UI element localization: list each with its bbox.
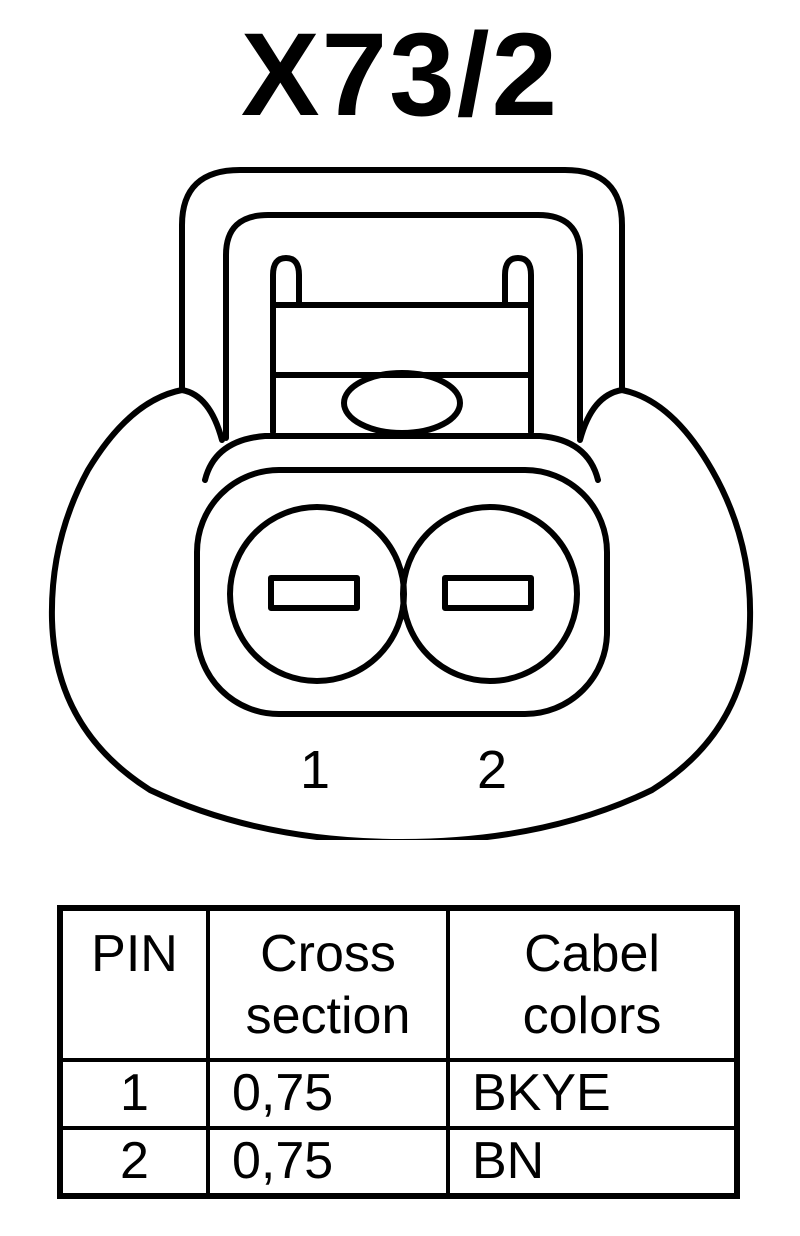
row-1-cross-section: 0,75 [206,1058,450,1130]
header-pin: PIN [58,906,210,1062]
connector-title: X73/2 [240,9,560,141]
table-row: 1 0,75 BKYE [58,1058,739,1130]
row-2-color: BN [446,1126,739,1198]
connector-shelf [202,433,601,483]
latch-outer-frame [179,167,625,393]
latch-button [341,370,463,436]
latch-post-left [270,255,302,383]
pin-1-circle [227,504,407,684]
row-1-color: BKYE [446,1058,739,1130]
row-1-pin: 1 [58,1058,210,1130]
header-cross-section: Cross section [206,906,450,1062]
latch-post-right [502,255,534,383]
row-2-pin: 2 [58,1126,210,1198]
connector-body-outline [48,387,754,840]
pin-label-2: 2 [477,740,507,800]
pin-label-1: 1 [300,740,330,800]
pin-1-slot [268,575,360,611]
pin-2-slot [442,575,534,611]
row-2-cross-section: 0,75 [206,1126,450,1198]
header-cable-colors: Cabel colors [446,906,739,1062]
pin-2-circle [400,504,580,684]
pin-chamber [194,467,610,717]
latch-inner-frame [223,212,583,441]
connector-diagram: 1 2 [48,167,754,840]
pin-assignment-table: PIN Cross section Cabel colors 1 0,75 BK… [57,905,740,1199]
table-header-row: PIN Cross section Cabel colors [58,906,739,1062]
table-row: 2 0,75 BN [58,1126,739,1198]
